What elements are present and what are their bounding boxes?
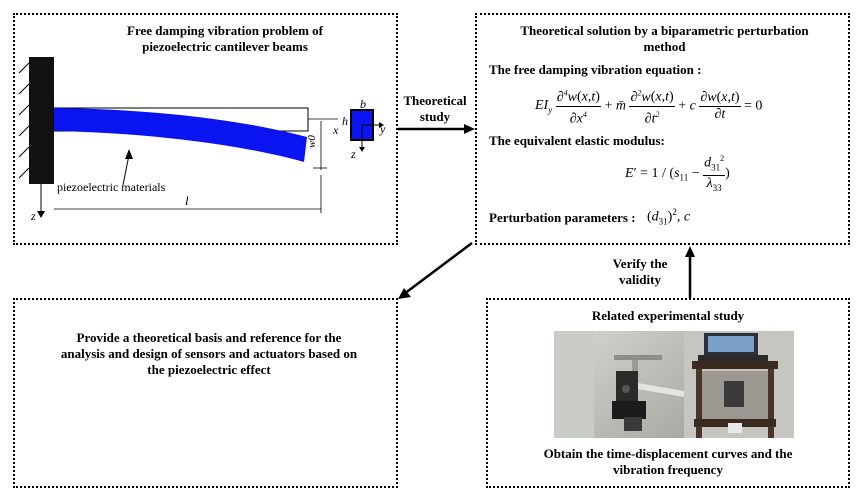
fixed-wall: [29, 57, 54, 184]
cantilever-beam-diagram: w0 piezoelectric materials z l x h b y z: [18, 57, 386, 223]
box-beam-problem: Free damping vibration problem of piezoe…: [13, 13, 398, 245]
cross-h-label: h: [342, 114, 348, 128]
z-axis-head: [37, 211, 45, 218]
cross-y-label: y: [379, 122, 386, 136]
equation-vibration: EIy ∂4w(x,t)∂x4 + m̄ ∂2w(x,t)∂t2 + c ∂w(…: [535, 85, 762, 127]
cross-y-head: [379, 122, 384, 128]
eq-heading: The free damping vibration equation :: [489, 62, 702, 77]
box-basis: Provide a theoretical basis and referenc…: [13, 298, 398, 488]
wall-hatch: [18, 62, 30, 179]
box-experiment-title: Related experimental study: [591, 308, 745, 323]
arrow-theory-head: [464, 124, 475, 134]
box-experiment-caption: Obtain the time-displacement curves and …: [543, 446, 793, 477]
basis-text: Provide a theoretical basis and referenc…: [60, 330, 358, 377]
w0-label: w0: [306, 135, 318, 148]
cross-z-label: z: [350, 147, 356, 161]
arrow-verify-head: [685, 246, 695, 257]
box-theory: Theoretical solution by a biparametric p…: [475, 13, 850, 245]
piezo-pointer: [122, 154, 130, 186]
piezo-pointer-head: [125, 149, 133, 159]
experiment-photo-stand: [684, 331, 794, 438]
box-beam-problem-title: Free damping vibration problem of piezoe…: [127, 23, 323, 54]
box-experiment: Related experimental study Obtain the: [486, 298, 850, 488]
length-label: l: [185, 193, 189, 208]
arrow-basis-head: [398, 288, 411, 299]
cross-x-label: x: [332, 123, 339, 137]
piezo-label: piezoelectric materials: [57, 180, 166, 194]
perturb-heading: Perturbation parameters :: [489, 210, 636, 225]
arrow1-label: Theoretical study: [403, 93, 467, 124]
cross-b-label: b: [360, 97, 366, 111]
box-theory-title: Theoretical solution by a biparametric p…: [520, 23, 809, 54]
piezo-beam: [54, 108, 307, 162]
modulus-heading: The equivalent elastic modulus:: [489, 133, 665, 148]
arrow-basis-line: [403, 242, 473, 295]
experiment-photo-clamp: [554, 331, 684, 438]
arrow3-label: Verify the validity: [612, 256, 668, 287]
perturb-value: (d31)2, c: [647, 207, 691, 227]
cross-z-head: [359, 147, 365, 152]
z-axis-label: z: [30, 209, 36, 223]
